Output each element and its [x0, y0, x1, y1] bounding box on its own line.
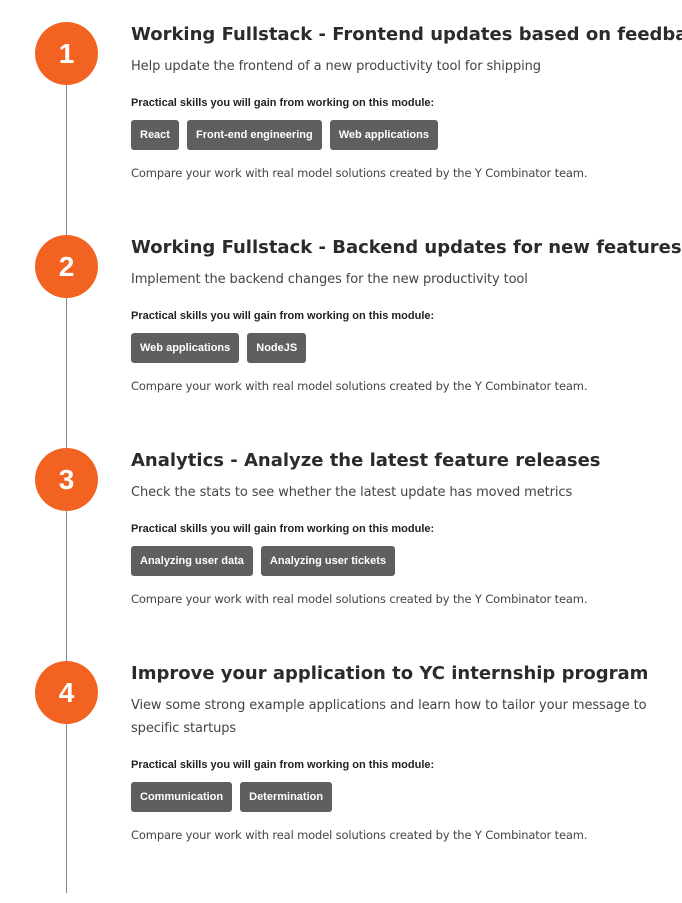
- skill-tag: Determination: [240, 782, 333, 812]
- skill-tags: Communication Determination: [131, 782, 671, 812]
- module-description: View some strong example applications an…: [131, 698, 647, 736]
- module-content: Analytics - Analyze the latest feature r…: [131, 449, 671, 607]
- skills-label: Practical skills you will gain from work…: [131, 523, 435, 535]
- module-description: Implement the backend changes for the ne…: [131, 272, 528, 287]
- skill-tags: React Front-end engineering Web applicat…: [131, 120, 671, 150]
- step-number-circle: 2: [35, 235, 98, 298]
- module-content: Working Fullstack - Backend updates for …: [131, 236, 682, 394]
- compare-text: Compare your work with real model soluti…: [131, 592, 588, 606]
- module-content: Working Fullstack - Frontend updates bas…: [131, 23, 682, 181]
- compare-text: Compare your work with real model soluti…: [131, 379, 588, 393]
- module-title: Working Fullstack - Frontend updates bas…: [131, 24, 682, 45]
- skill-tag: Communication: [131, 782, 233, 812]
- step-number-circle: 4: [35, 661, 98, 724]
- module-title: Working Fullstack - Backend updates for …: [131, 237, 682, 258]
- module-title: Analytics - Analyze the latest feature r…: [131, 450, 601, 471]
- skill-tag: Web applications: [329, 120, 438, 150]
- module-description: Check the stats to see whether the lates…: [131, 485, 573, 500]
- skill-tag: NodeJS: [247, 333, 307, 363]
- skill-tags: Analyzing user data Analyzing user ticke…: [131, 546, 671, 576]
- skills-label: Practical skills you will gain from work…: [131, 97, 435, 109]
- module-title: Improve your application to YC internshi…: [131, 663, 649, 684]
- compare-text: Compare your work with real model soluti…: [131, 828, 588, 842]
- compare-text: Compare your work with real model soluti…: [131, 166, 588, 180]
- module-description: Help update the frontend of a new produc…: [131, 59, 541, 74]
- skill-tags: Web applications NodeJS: [131, 333, 671, 363]
- step-number-circle: 3: [35, 448, 98, 511]
- skills-label: Practical skills you will gain from work…: [131, 759, 435, 771]
- skill-tag: Analyzing user data: [131, 546, 253, 576]
- skill-tag: Analyzing user tickets: [260, 546, 396, 576]
- skill-tag: Front-end engineering: [186, 120, 322, 150]
- skill-tag: Web applications: [131, 333, 240, 363]
- module-content: Improve your application to YC internshi…: [131, 662, 671, 843]
- skill-tag: React: [131, 120, 179, 150]
- skills-label: Practical skills you will gain from work…: [131, 310, 435, 322]
- step-number-circle: 1: [35, 22, 98, 85]
